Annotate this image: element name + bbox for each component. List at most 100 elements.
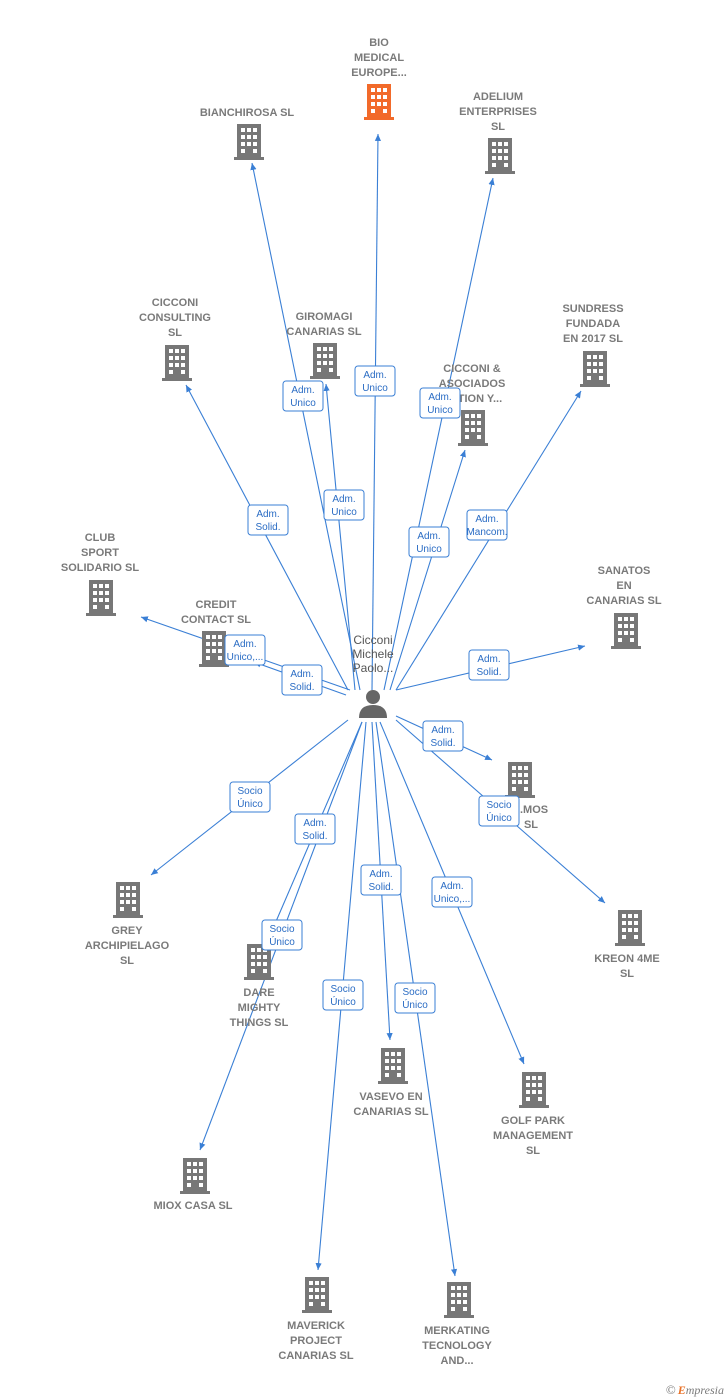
edge-role-text: Adm.: [431, 725, 454, 736]
edge-bio: [371, 133, 382, 691]
company-name-line: KREON 4ME: [594, 953, 659, 965]
edge-role-label-cicconi_asociados[interactable]: Adm.Unico: [408, 526, 450, 558]
company-node-miox[interactable]: MIOX CASA SL: [153, 1158, 233, 1212]
edge-role-label-club_sport[interactable]: Adm. Unico,...: [224, 634, 266, 666]
building-icon: [505, 762, 535, 798]
company-name-line: ADELIUM: [473, 91, 523, 103]
company-name-line: SL: [120, 955, 134, 967]
edge-role-label-cicconi_consulting[interactable]: Adm.Solid.: [247, 504, 289, 536]
edge-role-label-giromagi[interactable]: Adm.Unico: [323, 489, 365, 521]
person-name-line: Paolo...: [353, 661, 394, 675]
edge-role-box: [261, 919, 303, 951]
company-name-line: CANARIAS SL: [353, 1106, 428, 1118]
edge-role-text: Adm.: [417, 531, 440, 542]
edge-role-text: Unico: [290, 398, 316, 409]
edge-role-text: Solid.: [476, 667, 501, 678]
edge-cicconi_asociados: [389, 449, 466, 691]
edge-role-text: Adm.: [233, 639, 256, 650]
person-name-line: Cicconi: [353, 633, 392, 647]
company-name-line: CANARIAS SL: [278, 1350, 353, 1362]
edge-role-label-bio[interactable]: Adm.Unico: [354, 365, 396, 397]
edge-role-text: Adm.: [440, 881, 463, 892]
edge-role-label-adelium[interactable]: Adm.Unico: [419, 387, 461, 419]
edge-role-text: Adm.: [332, 494, 355, 505]
company-name-line: BIO: [369, 37, 389, 49]
edge-role-label-sanatos[interactable]: Adm. Solid.: [468, 649, 510, 681]
edge-role-label-golf[interactable]: Adm. Unico,...: [431, 876, 473, 908]
person-name-line: Michele: [352, 647, 394, 661]
edge-role-label-dare[interactable]: Adm.Solid.: [294, 813, 336, 845]
edge-role-box: [247, 504, 289, 536]
company-name-line: GIROMAGI: [296, 311, 353, 323]
edge-role-label-hidden_mos[interactable]: Adm.Solid.: [422, 720, 464, 752]
edge-role-text: Socio: [237, 786, 262, 797]
company-name-line: EN: [616, 580, 631, 592]
building-icon: [180, 1158, 210, 1194]
company-name-line: SPORT: [81, 547, 119, 559]
company-name-line: ...MOS: [514, 804, 548, 816]
company-name-line: MERKATING: [424, 1325, 490, 1337]
edge-role-text: Adm.: [290, 669, 313, 680]
company-name-line: VASEVO EN: [359, 1091, 422, 1103]
person-icon: [359, 690, 387, 718]
edge-role-label-bianchirosa[interactable]: Adm.Unico: [282, 380, 324, 412]
edge-role-box: [360, 864, 402, 896]
edge-role-text: Único: [402, 998, 428, 1011]
edge-role-box: [468, 649, 510, 681]
edge-role-text: Adm.: [369, 869, 392, 880]
company-name-line: MANAGEMENT: [493, 1130, 573, 1142]
company-node-merkating[interactable]: MERKATINGTECNOLOGYAND...: [422, 1282, 492, 1367]
edge-role-text: Socio: [330, 984, 355, 995]
edge-role-box: [354, 365, 396, 397]
company-name-line: SL: [620, 968, 634, 980]
brand-initial: E: [677, 1383, 686, 1397]
building-icon: [519, 1072, 549, 1108]
company-node-giromagi[interactable]: GIROMAGI CANARIAS SL: [286, 311, 362, 379]
edge-role-text: Adm.: [475, 514, 498, 525]
copyright-symbol: ©: [665, 1382, 676, 1397]
edge-role-text: Unico,...: [434, 894, 471, 905]
edge-role-label-sundress[interactable]: Adm.Mancom.: [466, 509, 508, 541]
edge-cicconi_consulting: [185, 384, 349, 691]
company-name-line: SL: [526, 1145, 540, 1157]
edge-role-label-credit_contact[interactable]: Adm.Solid.: [281, 664, 323, 696]
company-name-line: MEDICAL: [354, 52, 404, 64]
company-name-line: SL: [491, 121, 505, 133]
edge-role-box: [466, 509, 508, 541]
edge-role-label-vasevo[interactable]: Adm.Solid.: [360, 864, 402, 896]
building-icon: [310, 343, 340, 379]
company-node-vasevo[interactable]: VASEVO EN CANARIAS SL: [353, 1048, 429, 1118]
company-name-line: SOLIDARIO SL: [61, 562, 140, 574]
building-icon: [234, 124, 264, 160]
building-icon: [113, 882, 143, 918]
company-name-line: MIOX CASA SL: [153, 1200, 232, 1212]
company-node-bianchirosa[interactable]: BIANCHIROSA SL: [200, 107, 295, 160]
company-name-line: CANARIAS SL: [286, 326, 361, 338]
edge-role-text: Unico: [427, 405, 453, 416]
company-node-bio[interactable]: BIOMEDICALEUROPE...: [351, 37, 407, 120]
company-node-kreon[interactable]: KREON 4ME SL: [594, 910, 660, 980]
edge-role-box: [322, 979, 364, 1011]
edge-role-text: Adm.: [477, 654, 500, 665]
company-name-line: CICCONI &: [443, 363, 501, 375]
center-person[interactable]: CicconiMichelePaolo...: [352, 633, 394, 718]
company-name-line: CONSULTING: [139, 312, 211, 324]
edge-role-text: Unico,...: [227, 652, 264, 663]
